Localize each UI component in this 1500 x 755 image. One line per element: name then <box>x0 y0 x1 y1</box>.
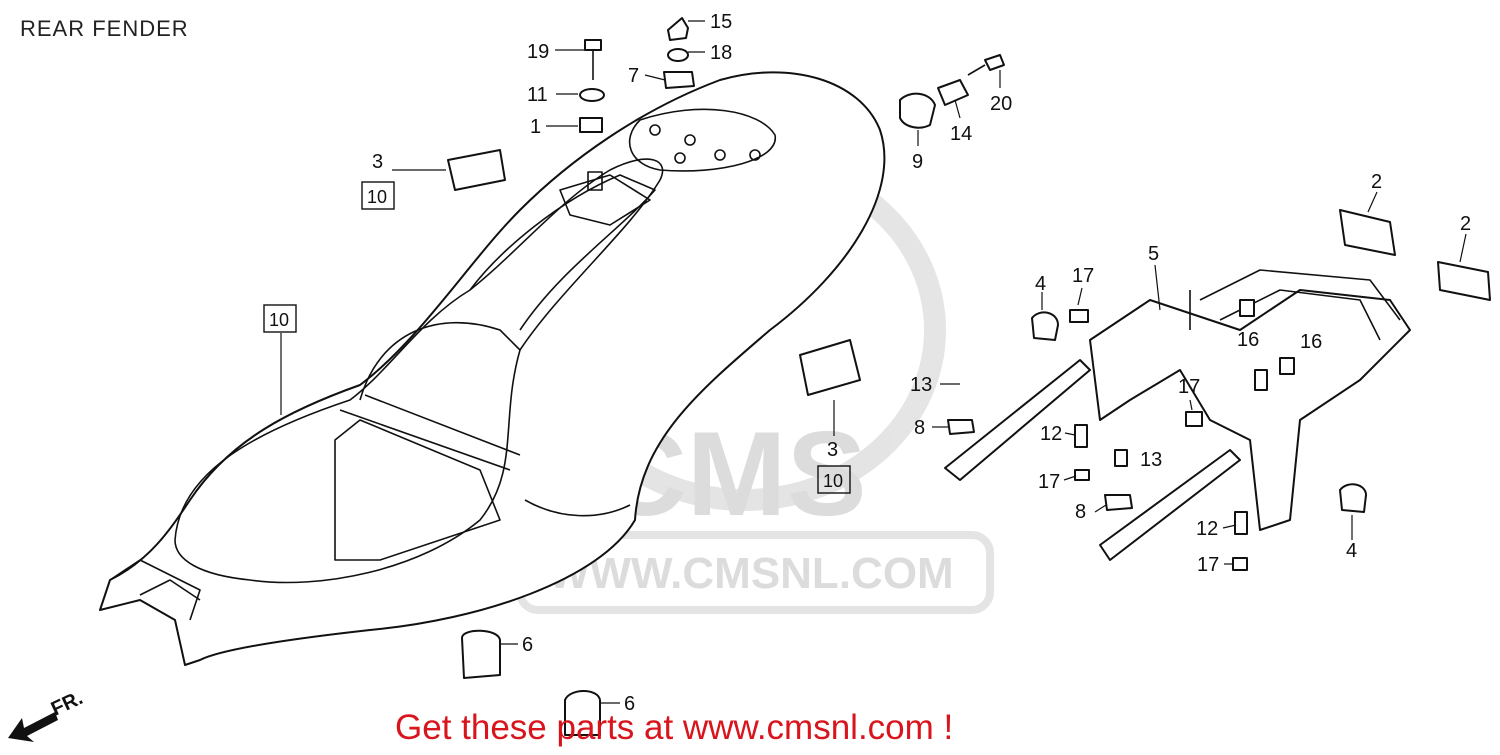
callout-3: 3 <box>827 439 838 461</box>
callout-11: 11 <box>527 84 548 106</box>
callout-4: 4 <box>1035 273 1046 295</box>
page-title: REAR FENDER <box>20 16 189 41</box>
rear-fender <box>99 71 886 666</box>
callout-4: 4 <box>1346 540 1357 562</box>
footer-link-text[interactable]: Get these parts at www.cmsnl.com ! <box>395 708 954 747</box>
watermark-url: WWW.CMSNL.COM <box>548 549 954 598</box>
callout-13: 13 <box>910 374 932 396</box>
mounting-hardware-upper <box>447 17 1005 736</box>
front-direction-arrow: FR. <box>8 687 86 742</box>
callout-10: 10 <box>269 310 289 330</box>
callout-17: 17 <box>1038 471 1060 493</box>
leader-lines <box>280 20 1467 704</box>
callout-20: 20 <box>990 93 1012 115</box>
callout-9: 9 <box>912 151 923 173</box>
callout-box-10 <box>361 181 395 210</box>
callout-15: 15 <box>710 11 732 33</box>
callout-18: 18 <box>710 42 732 64</box>
callout-17: 17 <box>1178 376 1200 398</box>
callout-box-10 <box>263 304 297 333</box>
callout-13: 13 <box>1140 449 1162 471</box>
callout-17: 17 <box>1197 554 1219 576</box>
callout-16: 16 <box>1300 331 1322 353</box>
callout-1: 1 <box>530 116 541 138</box>
callout-5: 5 <box>1148 243 1159 265</box>
callout-3: 3 <box>372 151 383 173</box>
callout-10: 10 <box>367 187 387 207</box>
callout-8: 8 <box>914 417 925 439</box>
callout-7: 7 <box>628 65 639 87</box>
callout-2: 2 <box>1460 213 1471 235</box>
callout-12: 12 <box>1196 518 1218 540</box>
callout-8: 8 <box>1075 501 1086 523</box>
callout-17: 17 <box>1072 265 1094 287</box>
callout-6: 6 <box>624 693 635 715</box>
callout-labels: 15 18 19 7 11 1 3 10 10 9 14 20 2 2 5 4 … <box>263 11 1471 715</box>
callout-6: 6 <box>522 634 533 656</box>
callout-2: 2 <box>1371 171 1382 193</box>
callout-12: 12 <box>1040 423 1062 445</box>
callout-16: 16 <box>1237 329 1259 351</box>
callout-19: 19 <box>527 41 549 63</box>
callout-box-10 <box>817 465 851 494</box>
callout-10: 10 <box>823 471 843 491</box>
callout-14: 14 <box>950 123 972 145</box>
rear-frame <box>944 209 1491 571</box>
